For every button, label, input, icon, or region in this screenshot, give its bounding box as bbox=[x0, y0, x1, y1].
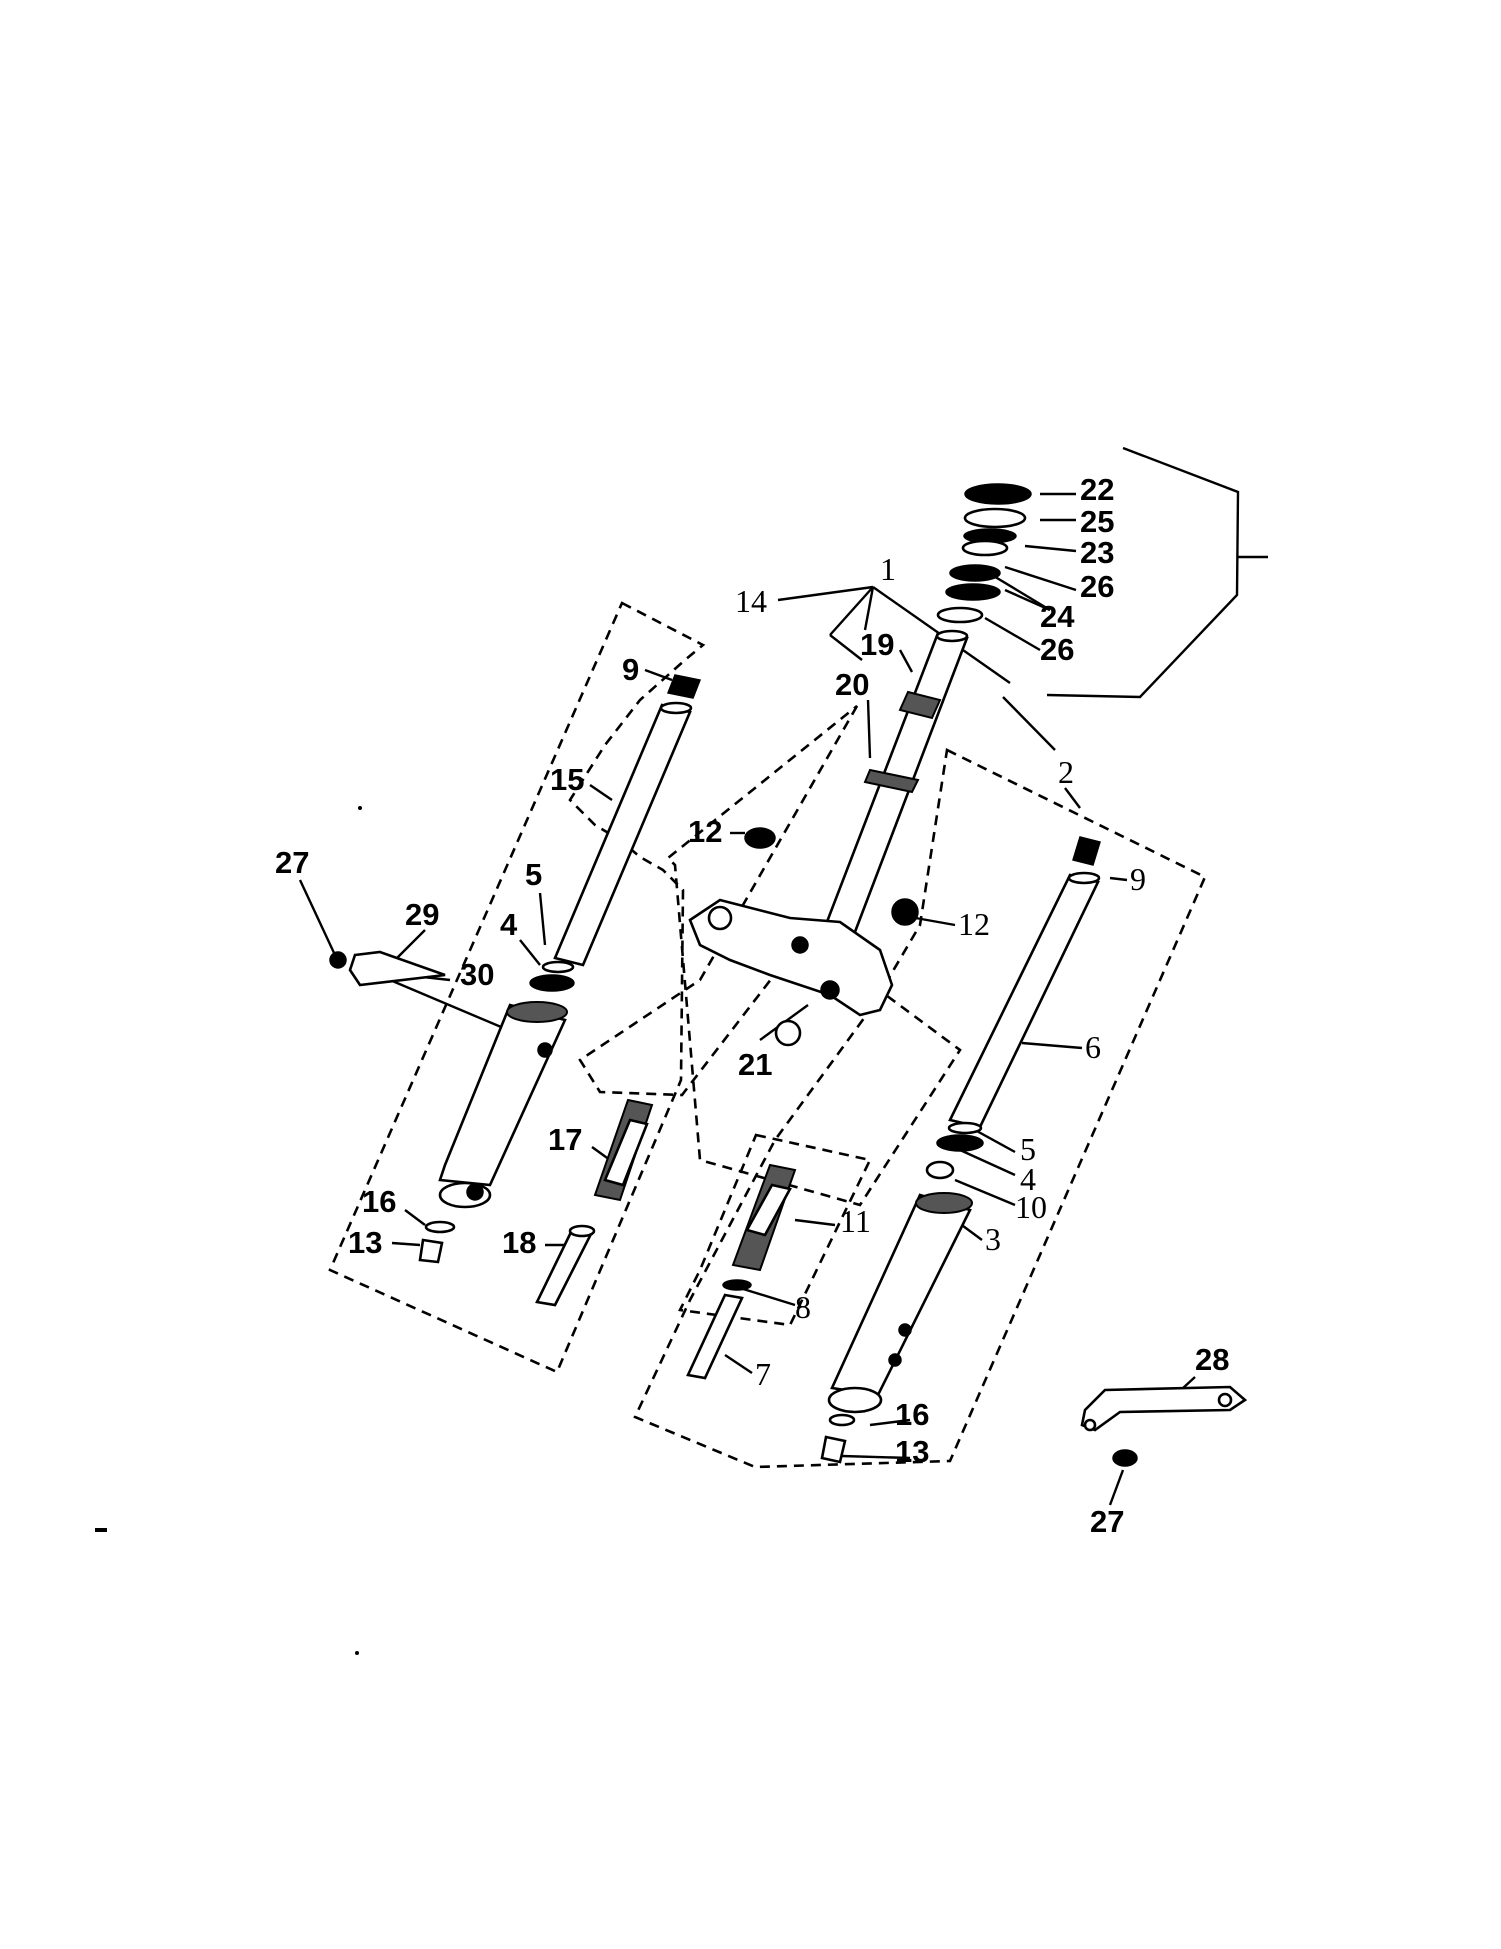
label-9-left: 9 bbox=[622, 652, 639, 687]
bushing-3 bbox=[915, 1192, 973, 1214]
bearing-kit-bracket bbox=[1046, 446, 1268, 699]
race-24 bbox=[949, 564, 1001, 582]
oil-seal-4-right bbox=[936, 1134, 984, 1152]
label-16-right: 16 bbox=[895, 1397, 929, 1432]
label-19: 19 bbox=[860, 627, 894, 662]
label-8: 8 bbox=[795, 1289, 811, 1325]
label-13-right: 13 bbox=[895, 1434, 929, 1469]
cap-9-right bbox=[1072, 836, 1101, 866]
label-16-left: 16 bbox=[362, 1184, 396, 1219]
label-29: 29 bbox=[405, 897, 439, 932]
cone-23 bbox=[961, 539, 1009, 557]
label-3: 3 bbox=[985, 1221, 1001, 1257]
label-13-left: 13 bbox=[348, 1225, 382, 1260]
label-30: 30 bbox=[460, 957, 494, 992]
label-27-left: 27 bbox=[275, 845, 309, 880]
damper-outline bbox=[678, 1133, 872, 1327]
callout-labels: 1 14 19 20 2 22 25 23 26 24 26 9 15 12 5… bbox=[275, 472, 1229, 1539]
ball-race-26 bbox=[936, 606, 984, 624]
rod-7 bbox=[686, 1293, 744, 1380]
label-25: 25 bbox=[1080, 504, 1114, 539]
label-20: 20 bbox=[835, 667, 869, 702]
triple-clamp bbox=[688, 898, 894, 1017]
label-12-right: 12 bbox=[958, 906, 990, 942]
label-4-left: 4 bbox=[500, 907, 518, 942]
bolt-13-right bbox=[820, 1435, 847, 1464]
outer-slider-left bbox=[438, 1003, 567, 1187]
label-11: 11 bbox=[840, 1203, 871, 1239]
ring-5-left bbox=[541, 960, 575, 974]
nut-27-right bbox=[1112, 1449, 1138, 1467]
label-28: 28 bbox=[1195, 1342, 1229, 1377]
bracket-29 bbox=[348, 950, 446, 987]
label-14: 14 bbox=[735, 583, 767, 619]
bolt-13-left bbox=[418, 1238, 444, 1264]
label-12-left: 12 bbox=[688, 814, 722, 849]
label-18: 18 bbox=[502, 1225, 536, 1260]
locknut-22 bbox=[964, 483, 1032, 505]
label-7: 7 bbox=[755, 1356, 771, 1392]
ring-8 bbox=[722, 1279, 752, 1291]
label-22: 22 bbox=[1080, 472, 1114, 507]
washer-16-right bbox=[828, 1413, 856, 1427]
label-21: 21 bbox=[738, 1047, 772, 1082]
label-6: 6 bbox=[1085, 1029, 1101, 1065]
washer-16-left bbox=[424, 1220, 456, 1234]
steering-stem-outline bbox=[578, 704, 962, 1207]
right-fork-outline bbox=[633, 748, 1207, 1469]
inner-tube-15 bbox=[553, 703, 692, 967]
oil-seal-4-left bbox=[529, 974, 575, 992]
nut-27-left bbox=[329, 951, 347, 969]
parts bbox=[329, 483, 1248, 1467]
bolt-21 bbox=[774, 1019, 802, 1047]
label-17: 17 bbox=[548, 1122, 582, 1157]
nut-12-right bbox=[891, 898, 919, 926]
label-27-right: 27 bbox=[1090, 1504, 1124, 1539]
washer-10 bbox=[925, 1160, 955, 1180]
ring-5-right bbox=[947, 1121, 983, 1135]
bearing-20 bbox=[863, 768, 920, 794]
bracket-28 bbox=[1080, 1385, 1248, 1432]
label-4-right: 4 bbox=[1020, 1161, 1036, 1197]
washer-25 bbox=[963, 507, 1027, 529]
label-24: 24 bbox=[1040, 599, 1075, 634]
label-5-right: 5 bbox=[1020, 1131, 1036, 1167]
label-9-right: 9 bbox=[1130, 861, 1146, 897]
leaders bbox=[298, 492, 1196, 1506]
label-26-bottom: 26 bbox=[1040, 632, 1074, 667]
scan-specks bbox=[95, 806, 362, 1655]
cap-9-left bbox=[666, 674, 702, 699]
label-15: 15 bbox=[550, 762, 584, 797]
rod-18 bbox=[535, 1228, 595, 1307]
label-2: 2 bbox=[1058, 754, 1074, 790]
label-5-left: 5 bbox=[525, 857, 542, 892]
label-1: 1 bbox=[880, 551, 896, 587]
nut-12-left bbox=[744, 827, 776, 849]
label-23: 23 bbox=[1080, 535, 1114, 570]
label-10: 10 bbox=[1015, 1189, 1047, 1225]
label-26-top: 26 bbox=[1080, 569, 1114, 604]
